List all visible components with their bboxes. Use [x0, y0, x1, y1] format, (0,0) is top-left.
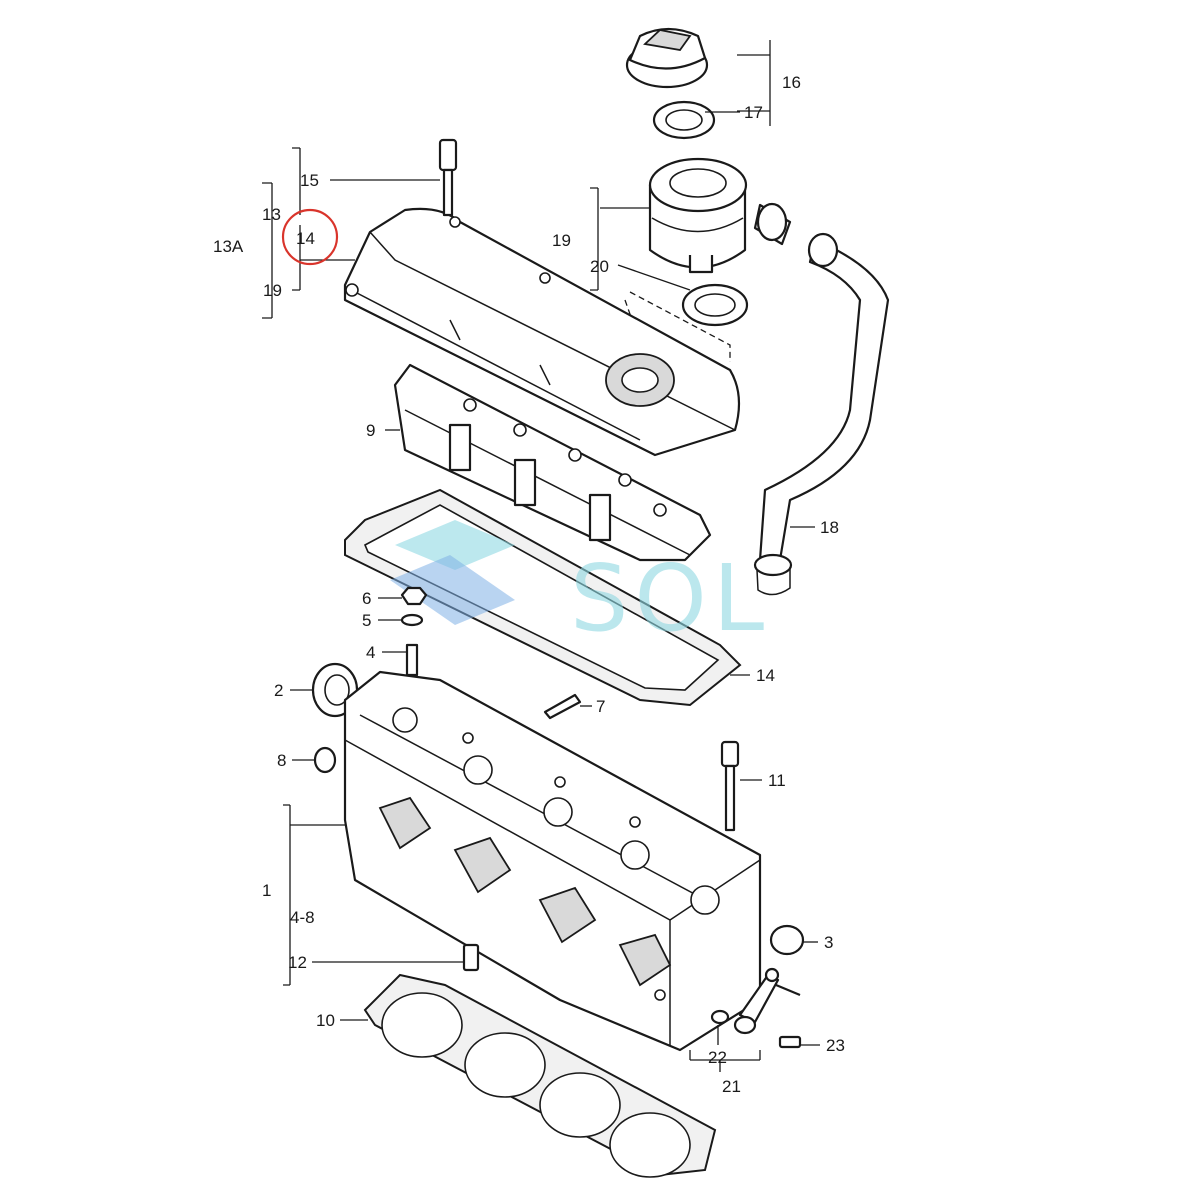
callout-18: 18	[820, 518, 839, 537]
callout-12: 12	[288, 953, 307, 972]
callout-labels: 15 13 14 13A 19 16 17 19 20 18 9 14 6 5 …	[213, 73, 845, 1096]
callout-2: 2	[274, 681, 283, 700]
temperature-sender	[733, 967, 801, 1035]
dowel-sleeve	[462, 943, 480, 972]
nut	[400, 586, 428, 606]
sealing-plug-small	[313, 746, 337, 774]
callout-20: 20	[590, 257, 609, 276]
callout-19-right: 19	[552, 231, 571, 250]
callout-1: 1	[262, 881, 271, 900]
cylinder-head	[343, 670, 762, 1052]
callout-16: 16	[782, 73, 801, 92]
callout-9: 9	[366, 421, 375, 440]
callout-4: 4	[366, 643, 375, 662]
callout-7: 7	[596, 697, 605, 716]
callout-14-cover: 14	[296, 229, 315, 248]
callout-22: 22	[708, 1048, 727, 1067]
baffle-plate	[393, 363, 712, 562]
oil-separator	[648, 157, 792, 274]
head-gasket	[363, 973, 717, 1178]
stud	[543, 693, 582, 720]
breather-hose	[753, 232, 890, 596]
highlight-circle	[281, 208, 339, 266]
sealing-plug	[769, 924, 805, 956]
callout-5: 5	[362, 611, 371, 630]
head-bolt	[720, 740, 740, 832]
watermark-text: SOL	[570, 545, 770, 652]
o-ring	[710, 1009, 730, 1025]
stud-bolt	[405, 643, 419, 677]
callout-11: 11	[768, 771, 786, 790]
callout-14-gasket: 14	[756, 666, 775, 685]
callout-17: 17	[744, 103, 763, 122]
callout-19-left: 19	[263, 281, 282, 300]
callout-23: 23	[826, 1036, 845, 1055]
valve-cover	[343, 207, 741, 457]
retaining-bolt	[778, 1035, 802, 1049]
callout-8: 8	[277, 751, 286, 770]
callout-3: 3	[824, 933, 833, 952]
watermark-logo: SOL	[390, 520, 770, 652]
washer	[400, 613, 424, 627]
callout-10: 10	[316, 1011, 335, 1030]
callout-21: 21	[722, 1077, 741, 1096]
cover-bolt	[438, 138, 458, 217]
callout-13: 13	[262, 205, 281, 224]
oil-filler-cap	[625, 27, 709, 89]
callout-15: 15	[300, 171, 319, 190]
leader-lines	[262, 40, 820, 1072]
callout-4-8: 4-8	[290, 908, 315, 927]
callout-13a: 13A	[213, 237, 244, 256]
callout-6: 6	[362, 589, 371, 608]
